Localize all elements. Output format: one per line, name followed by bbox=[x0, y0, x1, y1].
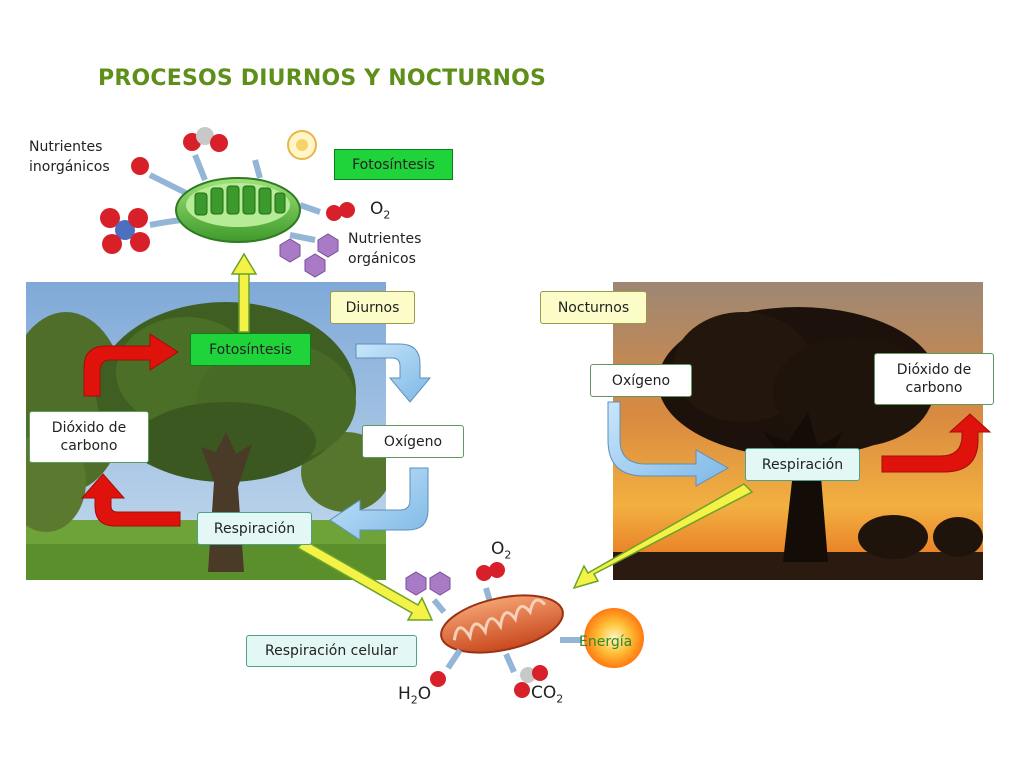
cellular-respiration-box: Respiración celular bbox=[246, 635, 417, 667]
blue-arrow-oxygen-respiration bbox=[329, 467, 429, 541]
oxygen-box-night: Oxígeno bbox=[590, 364, 692, 397]
organic-hexagons-bottom bbox=[405, 571, 451, 596]
organic-nutrients-label: Nutrientes orgánicos bbox=[348, 231, 422, 267]
respiration-box-night: Respiración bbox=[745, 448, 860, 481]
photosynthesis-box-top: Fotosíntesis bbox=[334, 149, 453, 180]
yellow-arrow-up bbox=[230, 252, 258, 333]
chloroplast-illustration bbox=[175, 177, 301, 243]
sunlight-icon bbox=[287, 130, 317, 160]
energy-burst-icon bbox=[584, 608, 644, 668]
mitochondrion-illustration bbox=[440, 594, 564, 654]
co2-box-day: Dióxido de carbono bbox=[29, 411, 149, 463]
red-arrow-co2-to-photosynthesis bbox=[83, 333, 179, 397]
yellow-arrow-day-to-mitochondria bbox=[296, 539, 434, 621]
blue-arrow-day-oxygen bbox=[355, 343, 432, 403]
photosynthesis-box-day: Fotosíntesis bbox=[190, 333, 311, 366]
red-arrow-respiration-to-co2 bbox=[80, 473, 181, 527]
inorganic-nutrients-label: Nutrientes inorgánicos bbox=[29, 139, 110, 175]
o2-label-bottom: O2 bbox=[491, 539, 512, 562]
red-arrow-night-respiration-co2 bbox=[881, 413, 992, 473]
o2-label-top: O2 bbox=[370, 199, 391, 222]
respiration-box-day: Respiración bbox=[197, 512, 312, 545]
co2-label-bottom: CO2 bbox=[531, 683, 564, 706]
blue-arrow-night-oxygen-respiration bbox=[607, 401, 730, 487]
co2-molecule bbox=[514, 665, 548, 698]
h2o-label: H2O bbox=[398, 684, 432, 707]
o2-molecules-bottom bbox=[476, 562, 505, 581]
page-title: PROCESOS DIURNOS Y NOCTURNOS bbox=[98, 66, 547, 91]
inorganic-flow-arrow bbox=[148, 172, 192, 198]
co2-box-night: Dióxido de carbono bbox=[874, 353, 994, 405]
energy-label: Energía bbox=[579, 634, 633, 650]
oxygen-box-day: Oxígeno bbox=[362, 425, 464, 458]
molecule-cluster-inorganic bbox=[100, 127, 228, 254]
o2-molecules-top bbox=[326, 202, 355, 221]
organic-hexagons-top bbox=[279, 233, 339, 278]
diurnos-box: Diurnos bbox=[330, 291, 415, 324]
nocturnos-box: Nocturnos bbox=[540, 291, 647, 324]
yellow-arrow-night-to-mitochondria bbox=[572, 483, 754, 590]
h2o-molecule bbox=[430, 671, 446, 687]
